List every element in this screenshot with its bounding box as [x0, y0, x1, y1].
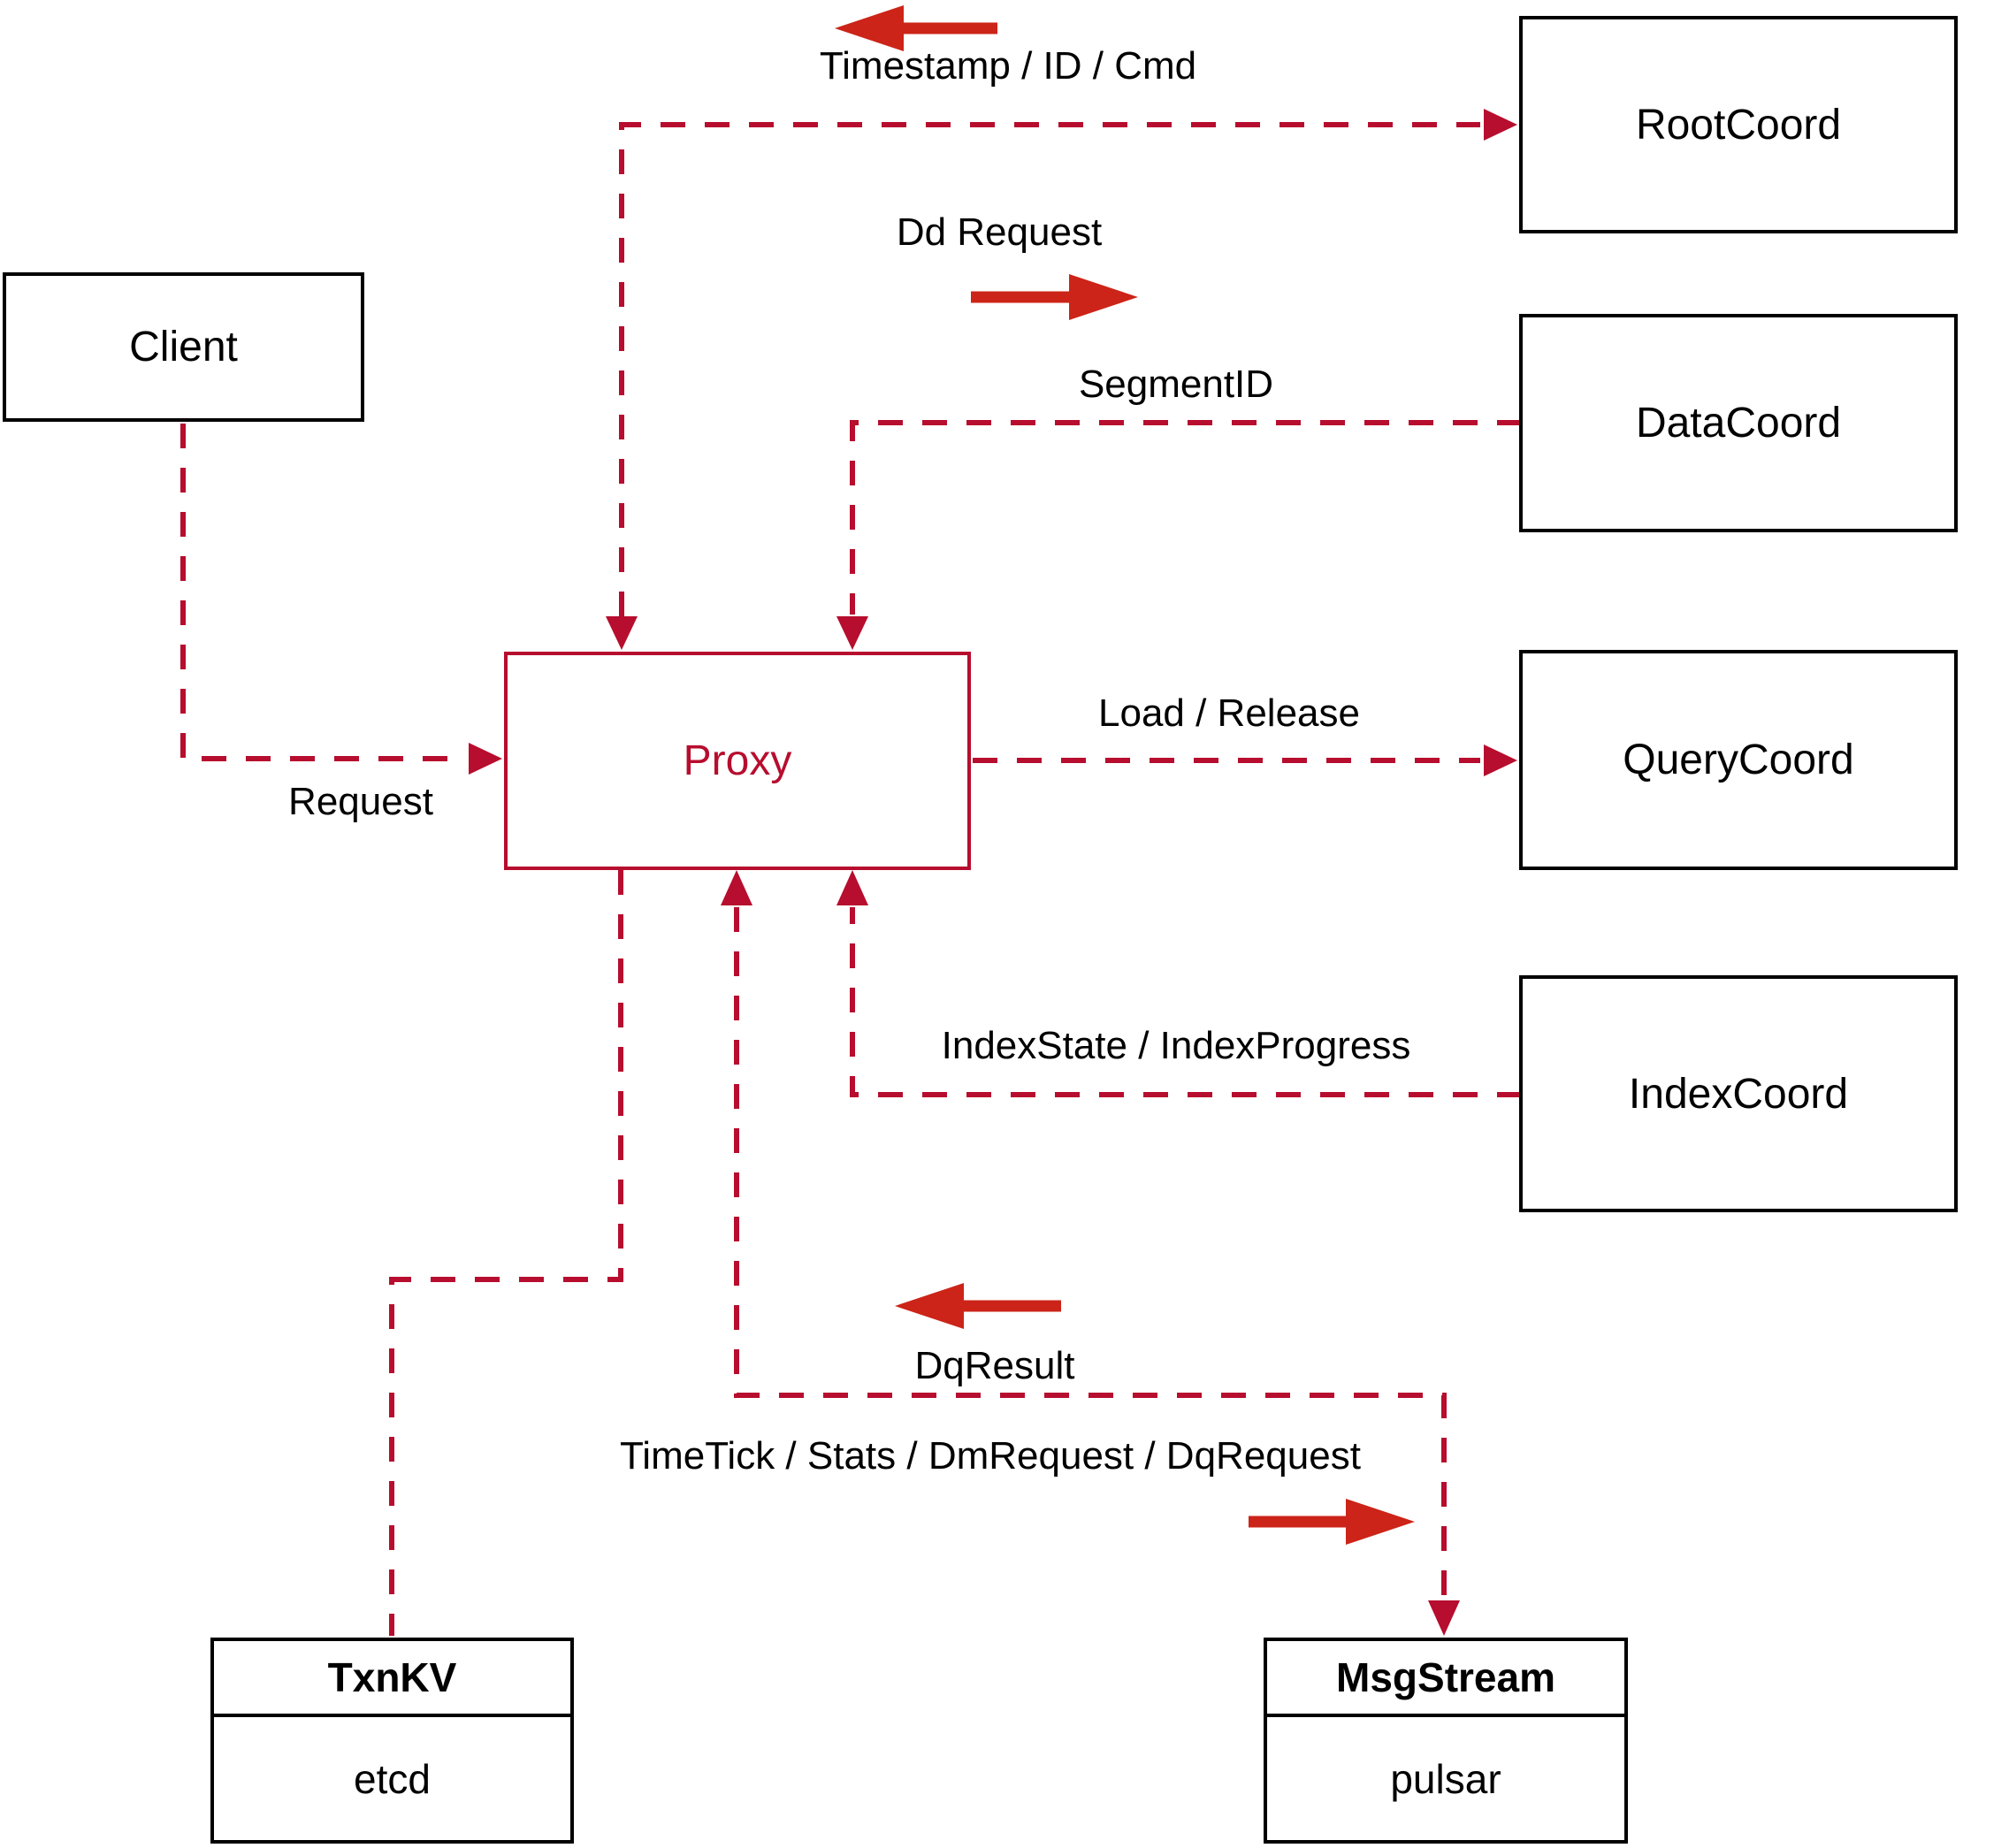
proxy-top-right-arrowhead	[836, 616, 868, 650]
timestamp-edge-label: Timestamp / ID / Cmd	[819, 44, 1197, 88]
dq-result-edge-label: DqResult	[914, 1344, 1075, 1387]
timetick-edge-label: TimeTick / Stats / DmRequest / DqRequest	[620, 1434, 1361, 1478]
rootcoord-node: RootCoord	[1519, 16, 1958, 233]
querycoord-node: QueryCoord	[1519, 650, 1958, 870]
client-proxy-arrowhead	[469, 743, 502, 775]
timestamp-direction-left-arrow	[835, 5, 997, 51]
proxy-label: Proxy	[683, 737, 792, 784]
client-label: Client	[129, 324, 238, 370]
rootcoord-label: RootCoord	[1635, 101, 1842, 149]
proxy-node: Proxy	[504, 652, 971, 870]
client-node: Client	[3, 272, 364, 422]
querycoord-label: QueryCoord	[1623, 737, 1854, 783]
proxy-txnkv-edge	[389, 870, 623, 1636]
proxy-rootcoord-edge	[619, 122, 1480, 616]
indexcoord-node: IndexCoord	[1519, 975, 1958, 1212]
proxy-bottom-mid-arrowhead	[721, 870, 752, 905]
proxy-bottom-right-arrowhead	[836, 870, 868, 905]
timetick-direction-right-arrow	[1249, 1499, 1415, 1545]
request-edge-label: Request	[288, 780, 433, 823]
dd-request-edge-label: Dd Request	[896, 210, 1103, 254]
txnkv-title: TxnKV	[214, 1641, 570, 1717]
client-proxy-edge	[180, 424, 465, 761]
load-release-edge-label: Load / Release	[1098, 691, 1360, 735]
msgstream-arrowhead	[1428, 1600, 1460, 1636]
indexcoord-proxy-edge	[850, 907, 1522, 1097]
proxy-msgstream-edge	[734, 907, 1447, 1599]
msgstream-title: MsgStream	[1267, 1641, 1624, 1717]
msgstream-subtitle: pulsar	[1390, 1755, 1501, 1802]
proxy-top-left-arrowhead	[606, 616, 638, 650]
index-state-edge-label: IndexState / IndexProgress	[941, 1024, 1411, 1067]
txnkv-subtitle: etcd	[354, 1755, 431, 1802]
dd-request-direction-right-arrow	[971, 274, 1138, 320]
indexcoord-label: IndexCoord	[1628, 1070, 1849, 1118]
querycoord-arrowhead	[1484, 745, 1517, 776]
segment-id-edge-label: SegmentID	[1078, 363, 1274, 406]
msgstream-node: MsgStream pulsar	[1264, 1638, 1628, 1844]
datacoord-proxy-edge	[850, 420, 1522, 615]
datacoord-label: DataCoord	[1635, 400, 1842, 447]
txnkv-node: TxnKV etcd	[210, 1638, 574, 1844]
dq-result-direction-left-arrow	[895, 1283, 1061, 1329]
datacoord-node: DataCoord	[1519, 314, 1958, 532]
rootcoord-arrowhead	[1484, 109, 1517, 141]
